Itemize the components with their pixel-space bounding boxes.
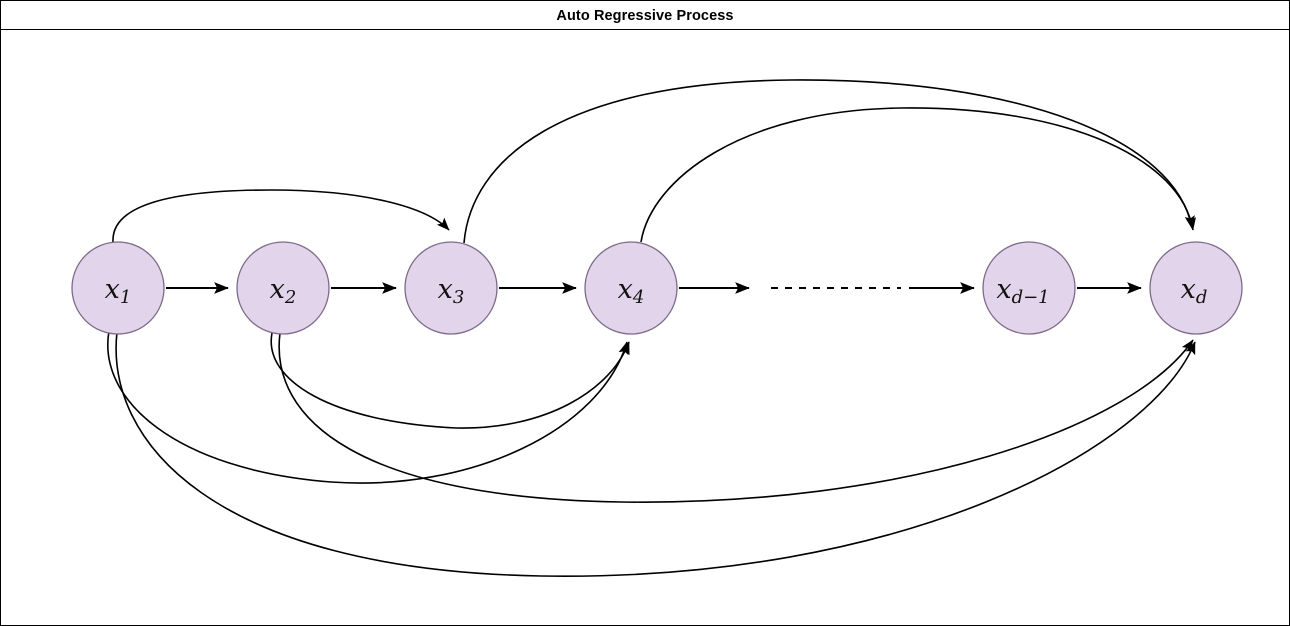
- edge-x2-x4-arc: [270, 332, 630, 429]
- node-xd-label: xd: [1181, 274, 1208, 308]
- node-x4-circle[interactable]: [584, 241, 678, 335]
- node-xd-minus-1-label: xd−1: [996, 274, 1049, 308]
- bottom-skip-edges: [107, 330, 1196, 577]
- edge-x1-xd-arc: [115, 331, 1196, 577]
- node-x1-label: x1: [105, 274, 132, 308]
- edge-x1-x4-arc: [107, 330, 629, 484]
- window-title-bar: Auto Regressive Process: [0, 0, 1290, 31]
- edge-x2-xd-arc: [278, 332, 1194, 503]
- node-x2-label: x2: [270, 274, 297, 308]
- node-x3-label: x3: [438, 274, 465, 308]
- edge-x1-x3-arc: [112, 189, 450, 243]
- node-x1[interactable]: x1: [71, 241, 165, 335]
- graph-nodes: x1 x2 x3 x4 xd−1: [71, 241, 1243, 335]
- graph-svg: x1 x2 x3 x4 xd−1: [71, 79, 1243, 577]
- diagram-canvas: x1 x2 x3 x4 xd−1: [0, 29, 1290, 626]
- node-x3-circle[interactable]: [404, 241, 498, 335]
- node-x3[interactable]: x3: [404, 241, 498, 335]
- node-x4[interactable]: x4: [584, 241, 678, 335]
- page-title: Auto Regressive Process: [556, 7, 734, 24]
- edge-x3-xd-arc: [463, 79, 1195, 244]
- node-x2[interactable]: x2: [236, 241, 330, 335]
- node-x1-circle[interactable]: [71, 241, 165, 335]
- top-skip-edges: [112, 79, 1196, 244]
- node-xd-minus-1-circle[interactable]: [982, 241, 1076, 335]
- node-x4-label: x4: [618, 274, 645, 308]
- node-x2-circle[interactable]: [236, 241, 330, 335]
- node-xd-minus-1[interactable]: xd−1: [982, 241, 1076, 335]
- edge-x4-xd-arc: [640, 107, 1196, 243]
- node-xd[interactable]: xd: [1149, 241, 1243, 335]
- node-xd-circle[interactable]: [1149, 241, 1243, 335]
